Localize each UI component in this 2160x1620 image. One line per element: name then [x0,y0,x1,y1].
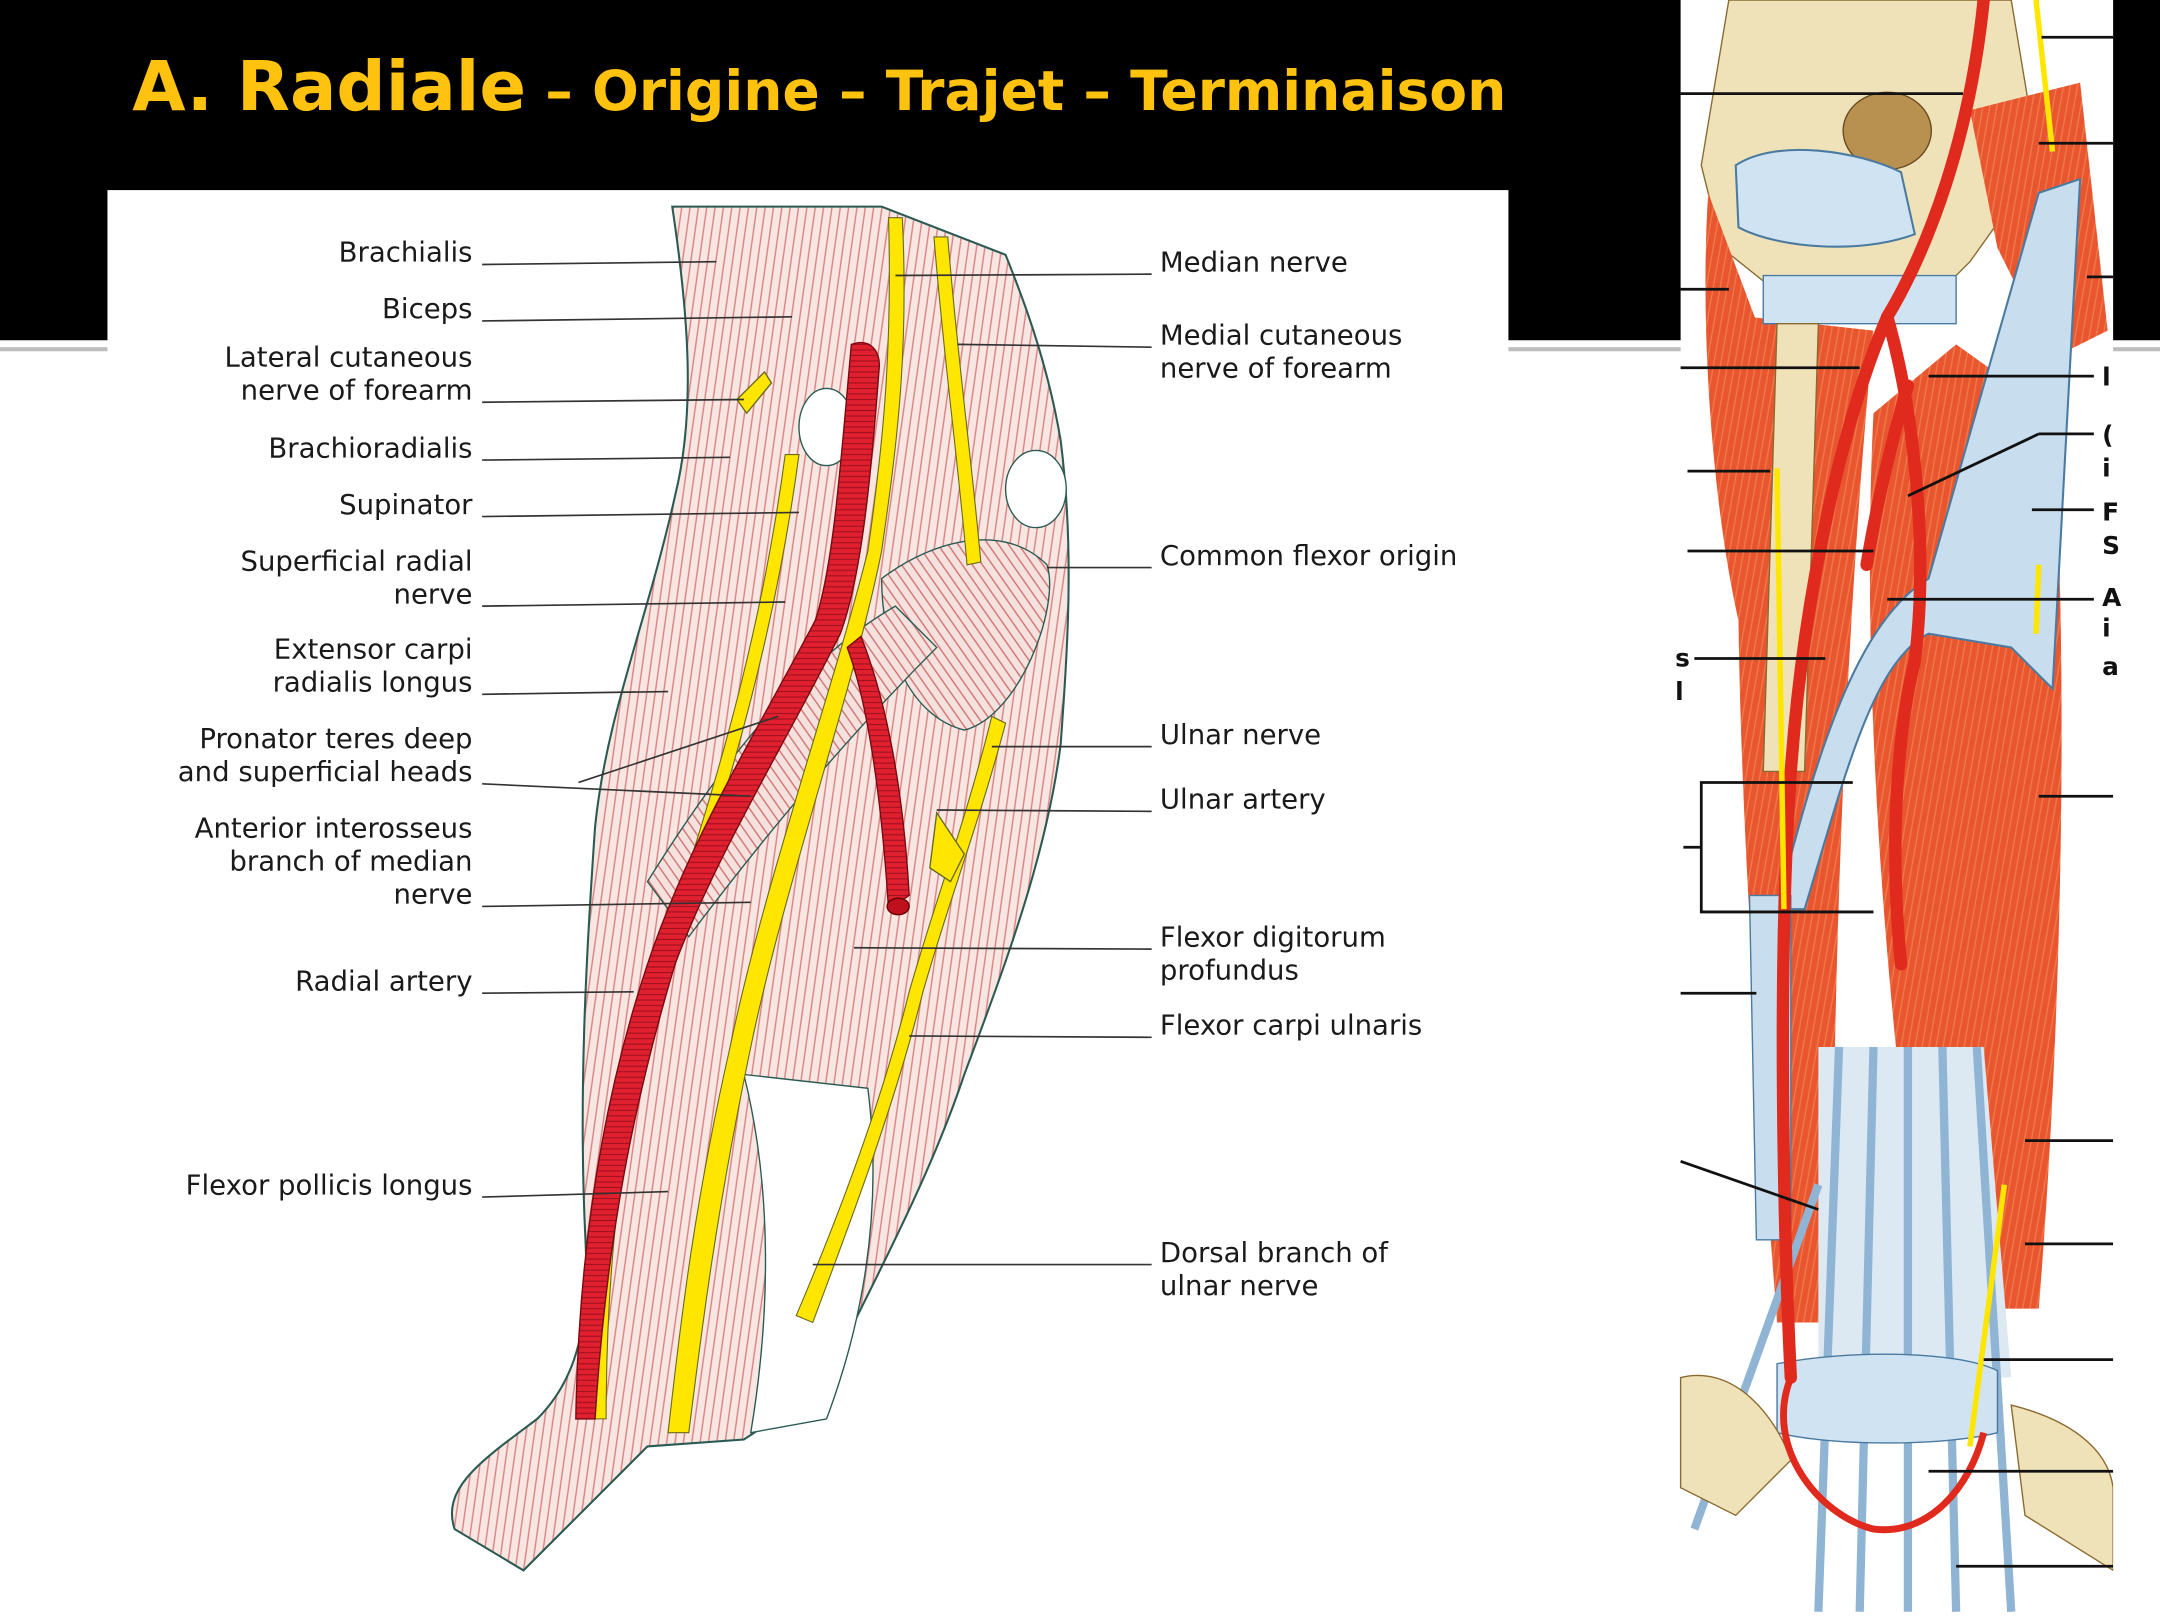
leader-line [909,1035,1152,1039]
label-left-line: Brachioradialis [268,432,472,464]
slide-title: A. Radiale – Origine – Trajet – Terminai… [132,47,1506,127]
label-right-line: Dorsal branch of [1160,1237,1389,1269]
label-left-line: radialis longus [273,667,473,699]
right-figure-leaders [1680,35,2114,1568]
label-right-line: profundus [1160,954,1299,986]
forearm-illustration [450,205,1070,1572]
label-right-line: ulnar nerve [1160,1270,1319,1302]
label-left-line: Lateral cutaneous [225,341,473,373]
partial-label: ( [2102,421,2113,450]
label-left-line: nerve [394,578,473,610]
partial-label: A [2102,583,2122,612]
partial-labels-left: sl [1675,644,1690,706]
label-left-line: nerve of forearm [241,374,473,406]
leader-line [482,783,751,798]
partial-label: a [2102,652,2119,681]
label-right-line: Flexor digitorum [1160,921,1386,953]
leader-line [482,511,799,518]
label-right-line: Medial cutaneous [1160,319,1403,351]
leader-line [482,901,751,908]
leader-line [482,601,786,607]
leader-line [895,273,1152,277]
label-left-line: Anterior interosseus [195,813,473,845]
partial-label: s [1675,644,1690,673]
leader-line [482,398,744,404]
leader-line [578,715,779,784]
leader-line [482,260,717,266]
title-sub: – Origine – Trajet – Terminaison [526,59,1506,123]
title-main: A. Radiale [132,47,526,127]
partial-label: l [2102,363,2111,392]
label-left-line: and superficial heads [178,756,473,788]
leader-line [854,946,1152,950]
label-left-line: Extensor carpi [274,633,473,665]
label-right-line: Common flexor origin [1160,540,1457,572]
label-right-line: nerve of forearm [1160,352,1392,384]
label-left-line: Pronator teres deep [199,723,472,755]
leader-line [482,991,634,995]
leader-line [957,343,1152,348]
partial-label: F [2102,498,2119,527]
label-left-line: Radial artery [295,965,472,997]
label-left-line: Biceps [382,293,472,325]
partial-label: S [2102,531,2120,560]
leader-line [482,456,731,461]
leader-line [482,316,793,322]
leader-line [482,1190,669,1198]
partial-label: i [2102,613,2111,642]
label-left-line: Supinator [339,489,473,521]
partial-label: l [1675,677,1684,706]
partial-label: i [2102,454,2111,483]
label-right-line: Ulnar artery [1160,784,1326,816]
label-left-line: Brachialis [339,237,473,269]
leader-line [482,690,669,696]
leader-line [936,809,1152,813]
label-right-line: Ulnar nerve [1160,719,1321,751]
label-right-line: Median nerve [1160,246,1348,278]
label-left-line: branch of median [229,846,472,878]
label-right-line: Flexor carpi ulnaris [1160,1010,1422,1042]
label-left-line: Superficial radial [240,545,472,577]
label-left-line: nerve [394,879,473,911]
label-left-line: Flexor pollicis longus [186,1169,473,1201]
